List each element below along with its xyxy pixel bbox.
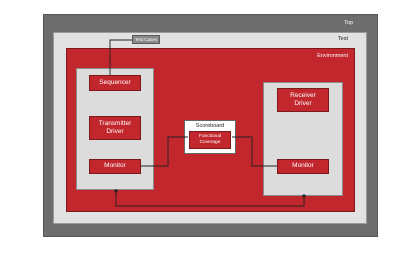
functional-coverage-label: Functional Coverage — [198, 133, 222, 145]
transmitter-monitor-block: Monitor — [89, 159, 141, 174]
transmitter-driver-label: Transmitter Driver — [98, 119, 132, 135]
feedback-end-dot — [302, 194, 306, 198]
receiver-monitor-block: Monitor — [277, 159, 329, 174]
functional-coverage-block: Functional Coverage — [189, 131, 231, 149]
feedback-loop-wire — [115, 191, 305, 207]
receiver-driver-block: Receiver Driver — [277, 88, 329, 112]
transmitter-monitor-label: Monitor — [104, 162, 126, 170]
test-cases-label: Test Cases — [134, 37, 158, 42]
transmitter-driver-block: Transmitter Driver — [89, 116, 141, 140]
sequencer-label: Sequencer — [99, 78, 131, 86]
sequencer-block: Sequencer — [89, 75, 141, 91]
receiver-monitor-label: Monitor — [292, 162, 314, 170]
tx-monitor-to-scoreboard-wire — [141, 136, 188, 167]
test-label: Test — [337, 36, 348, 42]
test-cases-box: Test Cases — [132, 35, 160, 44]
feedback-start-dot — [114, 189, 118, 193]
receiver-agent — [263, 82, 343, 196]
scoreboard: Scoreboard Functional Coverage — [184, 120, 236, 154]
receiver-driver-label: Receiver Driver — [290, 91, 316, 107]
top-label: Top — [344, 20, 353, 26]
test-cases-to-sequencer-wire — [109, 39, 132, 75]
scoreboard-to-rx-monitor-wire — [232, 136, 277, 167]
scoreboard-title: Scoreboard — [195, 123, 225, 129]
environment-label: Environment — [317, 53, 348, 59]
